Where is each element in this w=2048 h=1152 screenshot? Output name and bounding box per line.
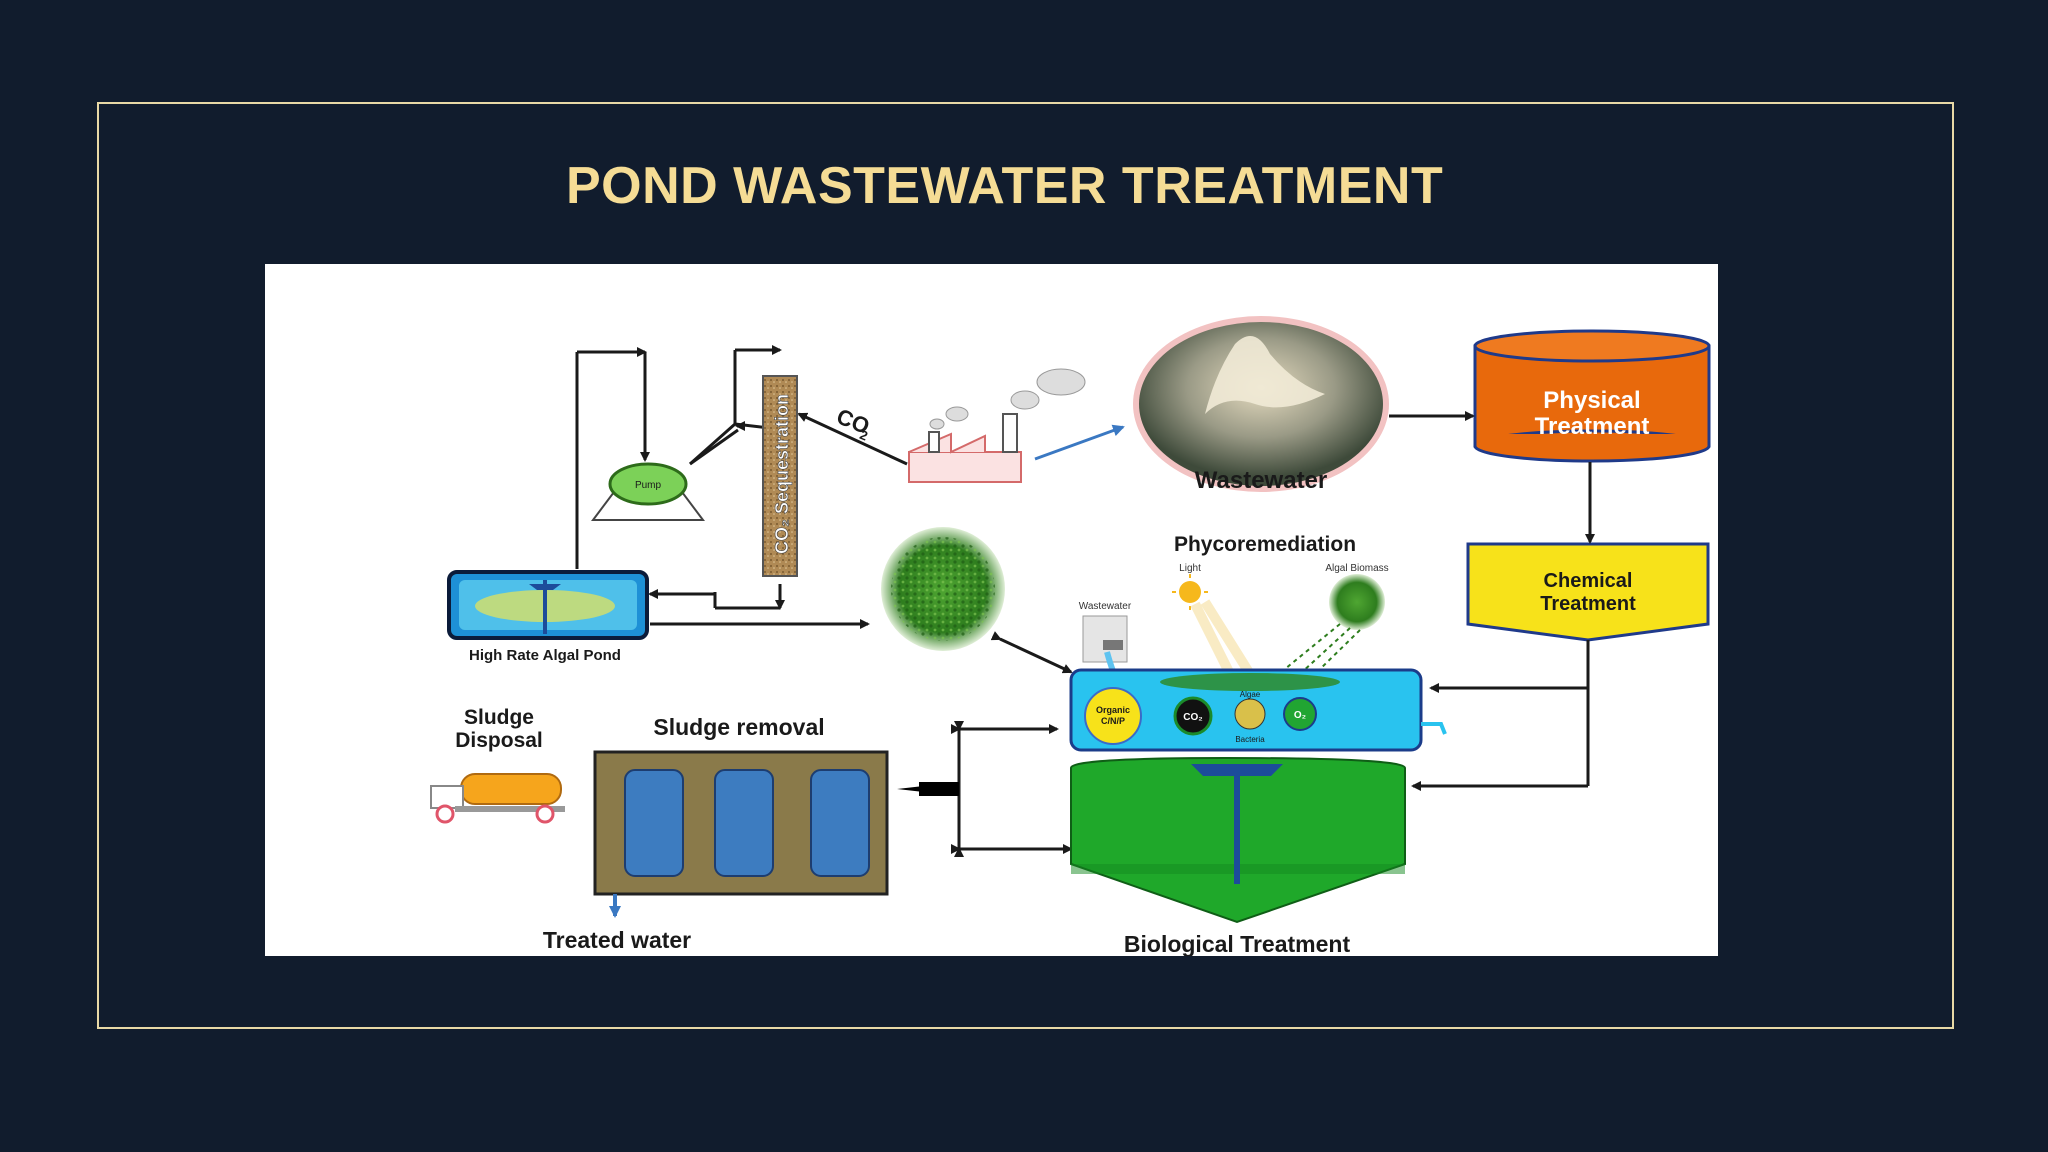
flow-arrows [575, 345, 1595, 857]
sludge-disposal-label-2: Disposal [455, 729, 543, 752]
slide-title: POND WASTEWATER TREATMENT [566, 157, 1444, 215]
high-rate-algal-pond-label: High Rate Algal Pond [469, 647, 621, 664]
co2-sequestration-label: CO₂ Sequestration [772, 394, 792, 554]
algal-biomass-icon [1329, 574, 1385, 630]
biological-treatment-label: Biological Treatment [1124, 931, 1351, 956]
physical-treatment-label-2: Treatment [1535, 413, 1650, 440]
sun-icon [1172, 574, 1208, 610]
co2-bubble-label: CO₂ [1183, 712, 1202, 723]
algal-biomass-label: Algal Biomass [1325, 563, 1388, 574]
pump-icon: Pump [591, 462, 705, 521]
chemical-treatment-label-2: Treatment [1540, 593, 1636, 615]
treated-water-label: Treated water [543, 927, 691, 953]
diagram-panel: Wastewater Physical Treatment Chemical T… [265, 264, 1718, 956]
physical-treatment-label-1: Physical [1543, 387, 1640, 414]
phycoremediation-label: Phycoremediation [1174, 533, 1356, 556]
light-rays [1190, 599, 1255, 677]
co2-sequestration-column: CO₂ Sequestration [762, 375, 798, 577]
factory-icon [908, 368, 1086, 483]
pump-label: Pump [635, 480, 662, 491]
light-label: Light [1179, 563, 1201, 574]
physical-treatment-node: Physical Treatment [1473, 329, 1711, 463]
sludge-removal-label: Sludge removal [653, 714, 824, 740]
process-diagram: Wastewater Physical Treatment Chemical T… [430, 316, 1711, 956]
wastewater-image [1133, 316, 1389, 492]
organic-label-2: C/N/P [1101, 716, 1125, 726]
high-rate-algal-pond [447, 570, 649, 640]
sludge-removal-tank [593, 750, 889, 896]
biological-treatment-tank [1070, 756, 1406, 924]
biomass-dotted-lines [1284, 623, 1361, 675]
chemical-treatment-label-1: Chemical [1544, 570, 1633, 592]
sludge-disposal-label-1: Sludge [464, 706, 534, 729]
organic-label-1: Organic [1096, 705, 1130, 715]
phycoremediation-pond: Organic C/N/P CO₂ O₂ Algae Bacteria [1069, 668, 1447, 752]
slide-frame [97, 102, 1954, 1029]
wastewater-small-label: Wastewater [1079, 601, 1132, 612]
chemical-treatment-node: Chemical Treatment [1466, 542, 1710, 642]
truck-icon [430, 773, 565, 824]
algae-label: Algae [1240, 690, 1261, 699]
o2-bubble-label: O₂ [1294, 710, 1306, 721]
algae-image [881, 527, 1005, 651]
wastewater-label: Wastewater [1195, 467, 1328, 494]
bacteria-label: Bacteria [1235, 735, 1265, 744]
